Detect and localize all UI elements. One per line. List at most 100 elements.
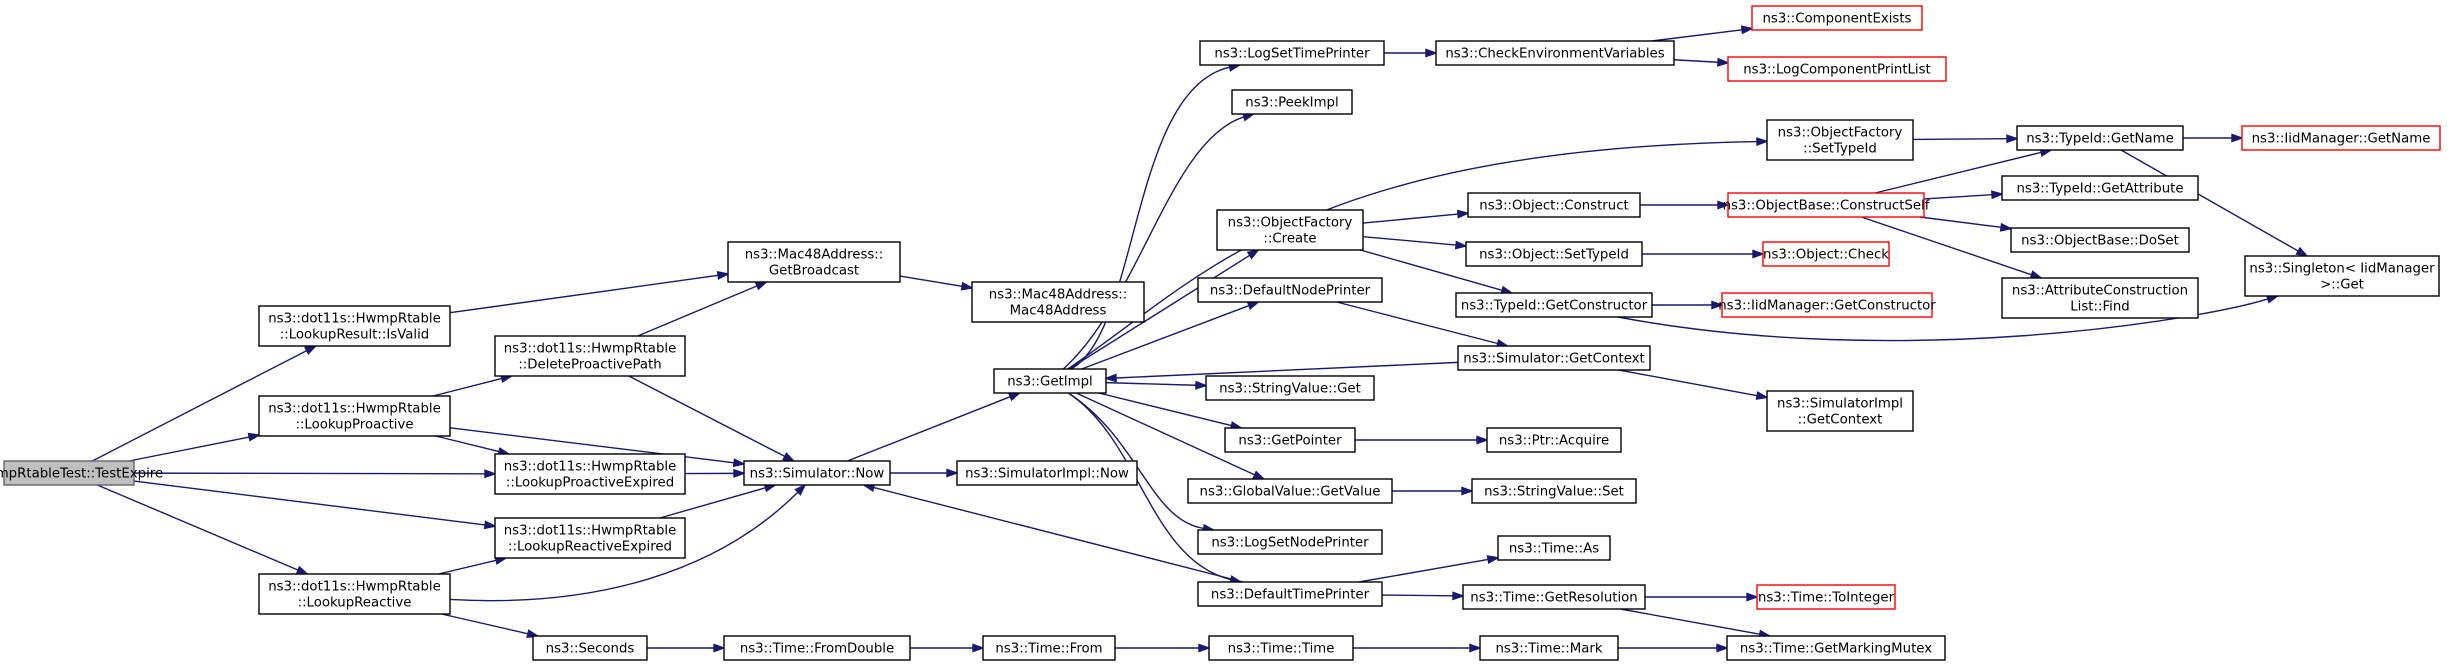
node-timefrom[interactable]: ns3::Time::From (982, 635, 1116, 661)
node-compex[interactable]: ns3::ComponentExists (1751, 5, 1923, 31)
node-peekimpl[interactable]: ns3::PeekImpl (1231, 89, 1353, 115)
node-label: ::LookupReactiveExpired (508, 540, 672, 555)
node-ptracq[interactable]: ns3::Ptr::Acquire (1486, 427, 1622, 453)
node-objcheck[interactable]: ns3::Object::Check (1762, 241, 1890, 267)
node-label: ns3::DefaultTimePrinter (1211, 588, 1370, 603)
node-iidgetcons[interactable]: ns3::IidManager::GetConstructor (1718, 292, 1936, 318)
node-delproact[interactable]: ns3::dot11s::HwmpRtable::DeleteProactive… (494, 335, 686, 377)
node-logsnp[interactable]: ns3::LogSetNodePrinter (1197, 529, 1383, 555)
node-label: ns3::dot11s::HwmpRtable (268, 312, 441, 327)
node-svset[interactable]: ns3::StringValue::Set (1471, 478, 1637, 504)
node-box (1465, 241, 1643, 267)
node-deftp[interactable]: ns3::DefaultTimePrinter (1197, 581, 1383, 607)
node-timemark[interactable]: ns3::Time::Mark (1479, 635, 1619, 661)
node-logcpl[interactable]: ns3::LogComponentPrintList (1727, 56, 1947, 82)
node-label: ns3::Time::ToInteger (1758, 591, 1895, 606)
call-edge-ofcreate-to-objsettid (1362, 235, 1469, 250)
node-simimplctx[interactable]: ns3::SimulatorImpl::GetContext (1766, 390, 1914, 432)
node-svget[interactable]: ns3::StringValue::Get (1205, 375, 1375, 401)
node-simimplnow[interactable]: ns3::SimulatorImpl::Now (956, 460, 1138, 486)
node-timetime[interactable]: ns3::Time::Time (1208, 635, 1354, 661)
node-lookproact[interactable]: ns3::dot11s::HwmpRtable::LookupProactive (258, 395, 451, 437)
node-box (494, 517, 686, 559)
node-toint[interactable]: ns3::Time::ToInteger (1756, 584, 1896, 610)
call-edge-lookreact-to-simnow (449, 483, 807, 602)
node-singleton[interactable]: ns3::Singleton< IidManager>::Get (2244, 255, 2440, 297)
node-getimpl[interactable]: ns3::GetImpl (993, 368, 1107, 394)
node-root[interactable]: HwmpRtableTest::TestExpire (0, 460, 163, 486)
node-box (1224, 427, 1356, 453)
node-timegetres[interactable]: ns3::Time::GetResolution (1462, 584, 1646, 610)
call-edge-isvalid-to-getbcast (449, 271, 731, 314)
node-label: ns3::LogSetNodePrinter (1211, 536, 1369, 551)
node-label: ns3::Time::FromDouble (740, 642, 894, 657)
node-gvget[interactable]: ns3::GlobalValue::GetValue (1187, 478, 1393, 504)
node-isvalid[interactable]: ns3::dot11s::HwmpRtable::LookupResult::I… (258, 305, 451, 347)
node-obconstself[interactable]: ns3::ObjectBase::ConstructSelf (1723, 192, 1930, 218)
node-box (1197, 581, 1383, 607)
node-box (1199, 40, 1385, 66)
call-edge-lookreact-to-seconds (441, 613, 540, 638)
node-box (1751, 5, 1923, 31)
node-chkenv[interactable]: ns3::CheckEnvironmentVariables (1435, 40, 1675, 66)
node-box (494, 335, 686, 377)
node-box (1231, 89, 1353, 115)
call-edge-timegetres-to-toint (1645, 592, 1760, 602)
node-label: ns3::LogSetTimePrinter (1214, 47, 1370, 62)
call-edge-getimpl-to-gvget (1075, 392, 1266, 480)
node-lookreact[interactable]: ns3::dot11s::HwmpRtable::LookupReactive (258, 573, 451, 615)
node-label: ns3::Mac48Address:: (745, 248, 884, 263)
call-edge-delproact-to-simnow (628, 375, 796, 462)
node-label: ns3::AttributeConstruction (2012, 284, 2188, 299)
call-edge-obconstself-to-tidgetattr (1923, 190, 2005, 200)
call-edge-chkenv-to-compex (1651, 25, 1755, 42)
node-getbcast[interactable]: ns3::Mac48Address::GetBroadcast (727, 241, 901, 283)
node-tidgetattr[interactable]: ns3::TypeId::GetAttribute (2001, 175, 2199, 201)
node-objsettid[interactable]: ns3::Object::SetTypeId (1465, 241, 1643, 267)
call-edge-root-to-lrexp (133, 480, 498, 530)
node-seconds[interactable]: ns3::Seconds (532, 635, 648, 661)
node-simgetctx[interactable]: ns3::Simulator::GetContext (1457, 345, 1651, 371)
node-gmm[interactable]: ns3::Time::GetMarkingMutex (1726, 635, 1946, 661)
call-edge-objsettid-to-objcheck (1642, 249, 1766, 259)
node-getptr[interactable]: ns3::GetPointer (1224, 427, 1356, 453)
node-timeas[interactable]: ns3::Time::As (1497, 535, 1611, 561)
node-fromdouble[interactable]: ns3::Time::FromDouble (723, 635, 911, 661)
node-label: ns3::Mac48Address:: (989, 288, 1128, 303)
node-ofsettid[interactable]: ns3::ObjectFactory::SetTypeId (1766, 119, 1914, 161)
node-label: ::LookupProactive (295, 418, 413, 433)
node-label: ns3::SimulatorImpl (1777, 397, 1903, 412)
node-obdoset[interactable]: ns3::ObjectBase::DoSet (2010, 227, 2190, 253)
node-label: ns3::Time::Mark (1495, 642, 1602, 657)
call-edge-simgetctx-to-getimpl (1103, 361, 1459, 383)
node-tidgetcons[interactable]: ns3::TypeId::GetConstructor (1455, 292, 1653, 318)
node-label: ns3::SimulatorImpl::Now (965, 467, 1129, 482)
node-lpexp[interactable]: ns3::dot11s::HwmpRtable::LookupProactive… (494, 453, 686, 495)
node-label: ns3::Time::As (1509, 542, 1599, 557)
node-lrexp[interactable]: ns3::dot11s::HwmpRtable::LookupReactiveE… (494, 517, 686, 559)
node-box (743, 460, 891, 486)
call-edge-root-to-isvalid (91, 345, 318, 462)
call-edge-tidgetname-to-singleton (2120, 149, 2309, 258)
node-label: ns3::TypeId::GetAttribute (2016, 182, 2183, 197)
node-simnow[interactable]: ns3::Simulator::Now (743, 460, 891, 486)
node-logstp[interactable]: ns3::LogSetTimePrinter (1199, 40, 1385, 66)
node-iidgetname[interactable]: ns3::IidManager::GetName (2241, 125, 2441, 151)
call-edge-simgetctx-to-simimplctx (1618, 369, 1770, 400)
node-mac48[interactable]: ns3::Mac48Address::Mac48Address (971, 281, 1145, 323)
node-label: ns3::ObjectBase::DoSet (2021, 234, 2179, 249)
node-ofcreate[interactable]: ns3::ObjectFactory::Create (1216, 209, 1364, 251)
node-tidgetname[interactable]: ns3::TypeId::GetName (2016, 125, 2184, 151)
node-box (1486, 427, 1622, 453)
node-box (1479, 635, 1619, 661)
node-box (1727, 56, 1947, 82)
node-label: ns3::GlobalValue::GetValue (1200, 485, 1381, 500)
call-edge-getimpl-to-ofcreate (1068, 248, 1261, 370)
node-box (1721, 292, 1933, 318)
node-label: ns3::Singleton< IidManager (2249, 262, 2435, 277)
node-objconstr[interactable]: ns3::Object::Construct (1467, 192, 1641, 218)
call-edge-timegetres-to-gmm (1620, 608, 1772, 639)
node-label: ns3::dot11s::HwmpRtable (268, 402, 441, 417)
node-defnp[interactable]: ns3::DefaultNodePrinter (1197, 277, 1383, 303)
